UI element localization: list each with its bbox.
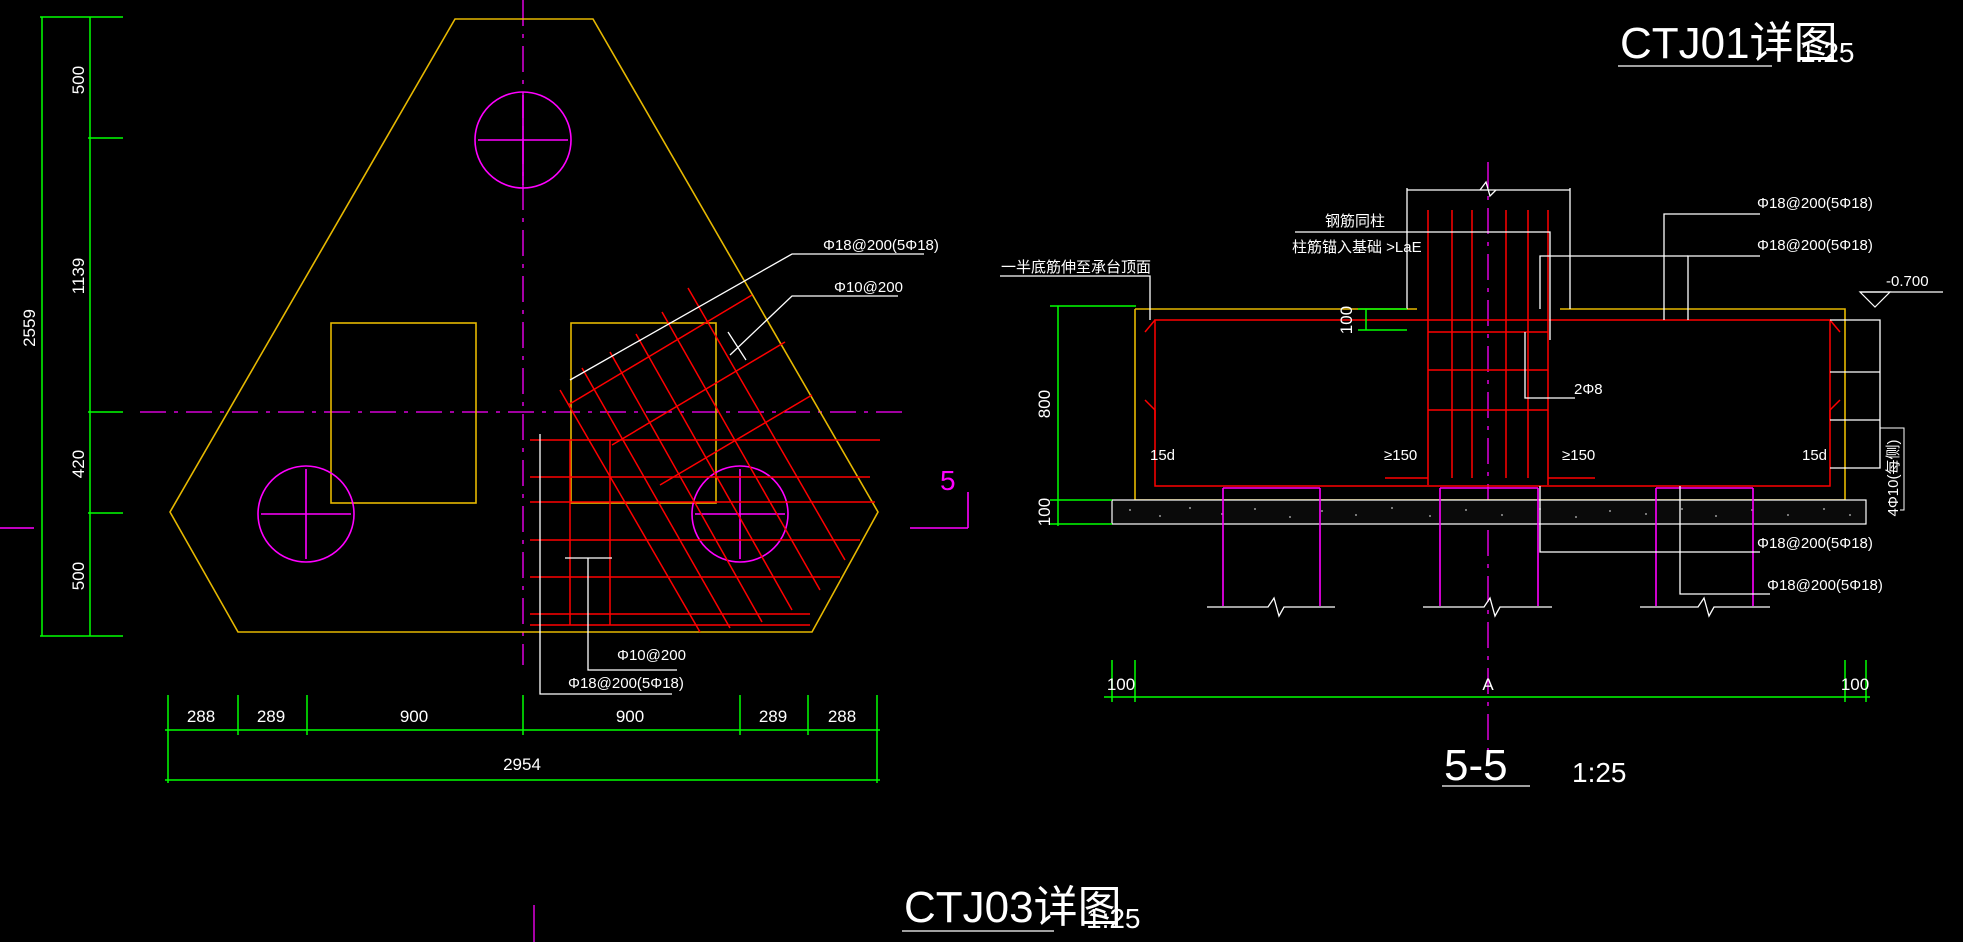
column-rebar [1385,210,1595,485]
dim-100-left: 100 [1107,675,1135,694]
label-rebar-bot1: Φ18@200(5Φ18) [1757,535,1873,552]
dim-total-horizontal: 2954 [503,755,541,774]
section-piles [1207,487,1770,618]
dim-h-c: 900 [400,707,428,726]
section-mark-label: 5 [940,465,956,496]
ctj03-plan: Φ18@200(5Φ18) Φ10@200 Φ10@200 Φ18@200(5Φ… [0,0,1141,942]
column-left [330,322,477,504]
label-rebar-top1: Φ18@200(5Φ18) [1757,195,1873,212]
pile-left [257,465,355,563]
ctj01-title-scale: 1:25 [1800,37,1855,68]
label-two-bars: 2Φ8 [1574,381,1603,398]
label-anchor-right: 15d [1802,447,1827,464]
label-bottom-tie: Φ10@200 [617,647,686,664]
ctj03-title: CTJ03详图 [904,883,1122,932]
dim-A: A [1482,675,1494,694]
dim-h-f: 288 [828,707,856,726]
ctj01-section: CTJ01详图 1:25 [1000,19,1943,790]
dim-h-e: 289 [759,707,787,726]
elevation-marker: -0.700 [1858,273,1943,308]
horizontal-dimensions: 288 289 900 900 289 288 2954 [165,695,880,783]
dim-h-a: 288 [187,707,215,726]
dim-h-d: 900 [616,707,644,726]
label-top-main: Φ18@200(5Φ18) [823,237,939,254]
dim-total-vertical: 2559 [20,309,39,347]
section-title: 5-5 [1444,741,1508,790]
label-elevation: -0.700 [1886,273,1929,290]
rebar-mesh [530,287,880,633]
label-side-bars: 4Φ10(每侧) [1885,440,1902,517]
label-ge150-left: ≥150 [1384,447,1417,464]
leader-bottom-tie [565,557,677,671]
label-ge150-right: ≥150 [1562,447,1595,464]
dim-100-top: 100 [1337,306,1356,334]
pile-top [474,91,572,189]
label-anchor-left: 15d [1150,447,1175,464]
cap-rebar [1144,319,1841,487]
ctj03-scale: 1:25 [1086,903,1141,934]
blinding-layer [1111,499,1867,525]
dim-v-a: 500 [69,66,88,94]
ctj01-title: CTJ01详图 [1620,19,1838,68]
pile-cap-outline [169,18,879,633]
label-column-rebar1: 钢筋同柱 [1325,213,1385,230]
section-scale: 1:25 [1572,757,1627,788]
label-column-rebar2: 柱筋锚入基础 >LaE [1292,239,1422,256]
leader-bottom-main [539,434,672,695]
label-half-bottom: 一半底筋伸至承台顶面 [1001,259,1151,276]
vertical-dimensions: 2559 500 1139 420 500 [20,16,123,637]
label-bottom-main: Φ18@200(5Φ18) [568,675,684,692]
leader-top-main [569,253,924,381]
dim-v-c: 420 [69,450,88,478]
section-mark-5: 5 [910,465,969,529]
label-top-tie: Φ10@200 [834,279,903,296]
dim-100-right: 100 [1841,675,1869,694]
label-rebar-bot2: Φ18@200(5Φ18) [1767,577,1883,594]
dim-h-b: 289 [257,707,285,726]
dim-v-b: 1139 [69,258,88,295]
leader-top-tie [729,295,898,356]
section-horizontal-dimensions: 100 A 100 [1104,660,1870,702]
dim-100-bot: 100 [1035,498,1054,526]
column-right [570,322,717,504]
dim-v-d: 500 [69,562,88,590]
section-vertical-dimensions: 100 800 100 [1035,305,1407,526]
pile-right [691,465,789,563]
label-rebar-top2: Φ18@200(5Φ18) [1757,237,1873,254]
dim-800: 800 [1035,390,1054,418]
section-cap-outline [1134,308,1846,501]
